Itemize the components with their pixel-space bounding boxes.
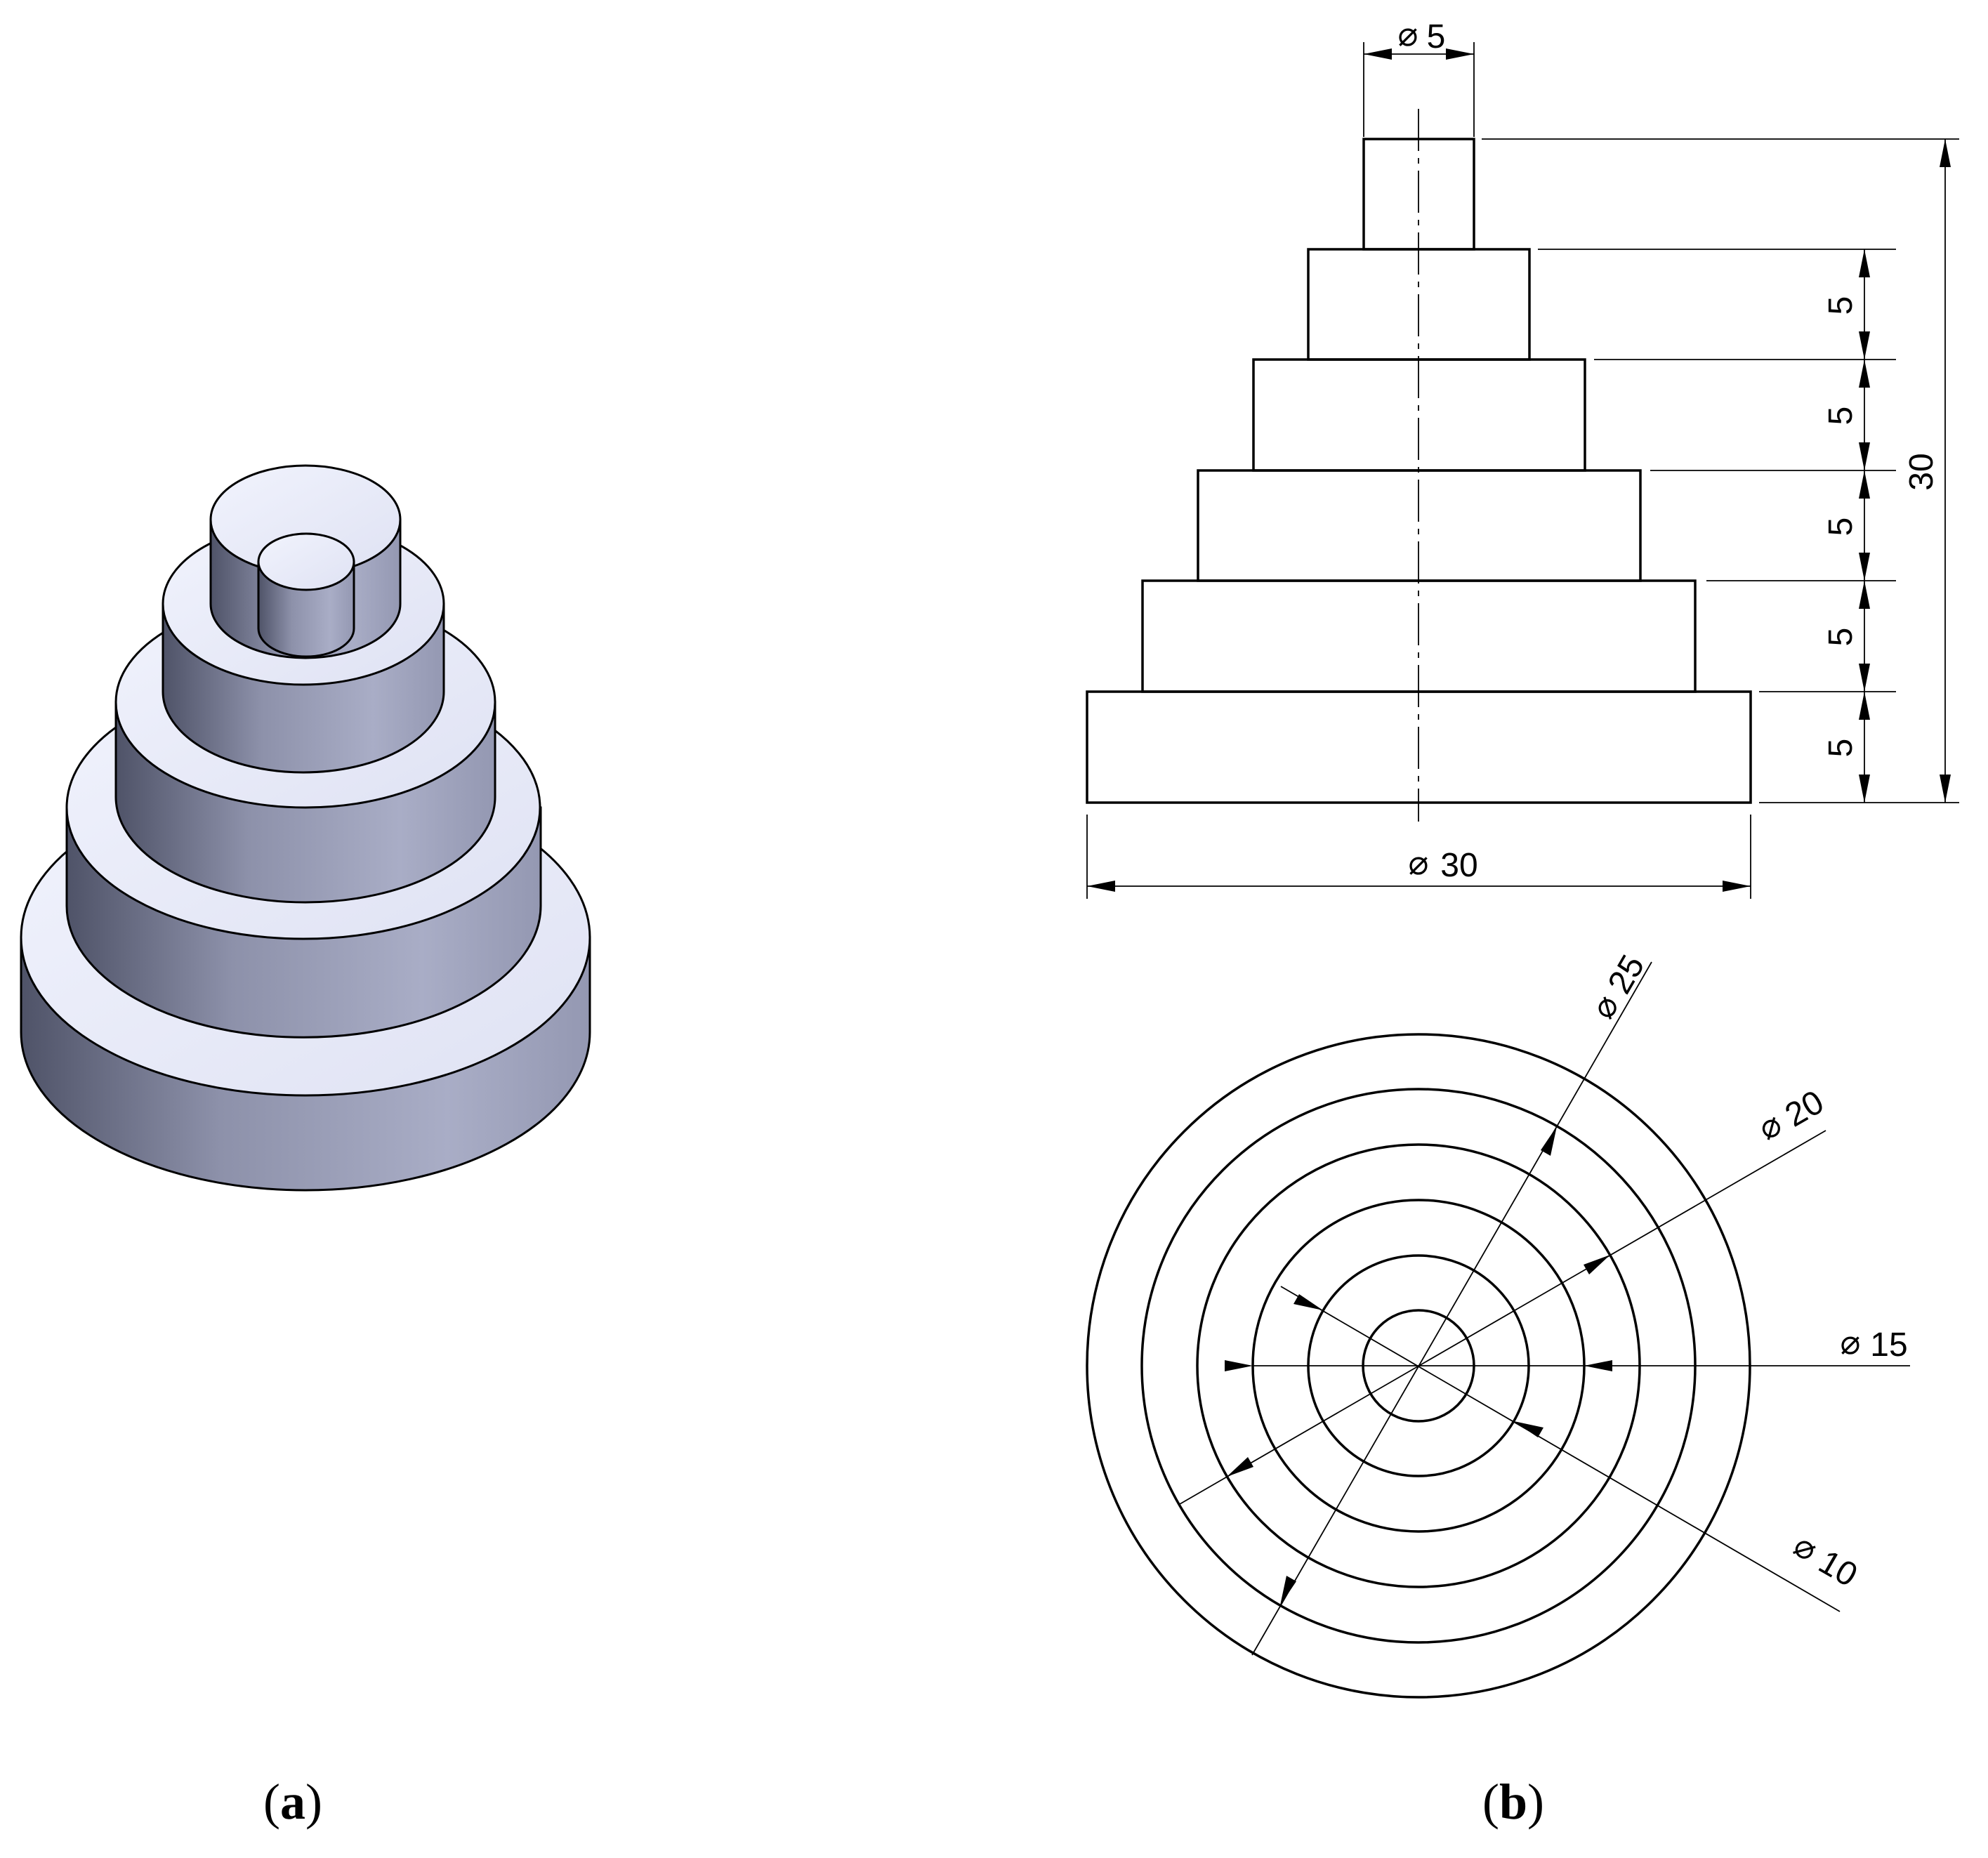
arrow <box>1859 775 1870 803</box>
diameter-label-d25: ⌀ 25 <box>1584 949 1652 1025</box>
overall-height-label: 30 <box>1903 453 1940 490</box>
front-view: 5 5 5 5 5 30 ⌀ 5 ⌀ 30 <box>1086 16 1959 899</box>
svg-text:⌀: ⌀ <box>1584 989 1626 1025</box>
top-view: ⌀ 25 ⌀ 20 ⌀ 15 ⌀ 10 <box>1086 949 1910 1699</box>
svg-text:15: 15 <box>1870 1326 1907 1364</box>
arrow <box>1859 442 1870 470</box>
arrow <box>1859 581 1870 609</box>
arrow <box>1364 48 1392 60</box>
step-1 <box>1086 690 1752 804</box>
arrow <box>1859 331 1870 360</box>
svg-text:⌀: ⌀ <box>1409 845 1429 882</box>
top-diameter-label: ⌀ 5 <box>1398 16 1446 55</box>
caption-a: (a) <box>263 1774 322 1830</box>
diameter-label-d15: ⌀ 15 <box>1841 1324 1908 1364</box>
step-height-label: 5 <box>1822 518 1859 536</box>
leader-d10 <box>1280 1286 1841 1612</box>
step-4 <box>1252 358 1586 472</box>
svg-text:⌀: ⌀ <box>1841 1324 1861 1362</box>
arrow <box>1446 48 1474 60</box>
step-height-label: 5 <box>1822 739 1859 758</box>
svg-text:10: 10 <box>1812 1543 1864 1595</box>
arrow <box>1940 775 1951 803</box>
arrow <box>1280 1576 1296 1605</box>
step-height-label: 5 <box>1822 407 1859 426</box>
arrow <box>1859 249 1870 277</box>
svg-text:25: 25 <box>1601 949 1652 1000</box>
step-3 <box>1197 469 1642 582</box>
arrow <box>1859 664 1870 692</box>
arrow <box>1723 881 1751 892</box>
arrow <box>1584 1255 1610 1274</box>
arrow <box>1087 881 1115 892</box>
arrow <box>1541 1126 1557 1156</box>
base-diameter-label: ⌀ 30 <box>1409 845 1478 884</box>
diameter-label-d20: ⌀ 20 <box>1752 1083 1830 1147</box>
arrow <box>1940 139 1951 167</box>
arrow <box>1514 1421 1543 1437</box>
diameter-label-d10: ⌀ 10 <box>1787 1527 1864 1595</box>
step-height-label: 5 <box>1822 296 1859 315</box>
arrow <box>1225 1360 1253 1371</box>
arrow <box>1859 692 1870 720</box>
caption-b: (b) <box>1482 1774 1544 1830</box>
arrow <box>1859 470 1870 499</box>
isometric-model <box>20 464 591 1192</box>
svg-text:30: 30 <box>1440 847 1477 884</box>
leader-d25 <box>1251 961 1652 1656</box>
arrow <box>1859 360 1870 388</box>
svg-text:5: 5 <box>1427 18 1446 55</box>
tier-6-top <box>257 532 355 591</box>
svg-text:20: 20 <box>1779 1083 1830 1135</box>
arrow <box>1859 553 1870 581</box>
svg-text:⌀: ⌀ <box>1752 1105 1789 1147</box>
arrow <box>1584 1360 1612 1371</box>
step-height-label: 5 <box>1822 628 1859 647</box>
arrow <box>1227 1457 1253 1477</box>
leader-d20 <box>1179 1130 1826 1505</box>
svg-text:⌀: ⌀ <box>1787 1527 1824 1569</box>
arrow <box>1293 1294 1323 1310</box>
svg-text:⌀: ⌀ <box>1398 16 1418 53</box>
